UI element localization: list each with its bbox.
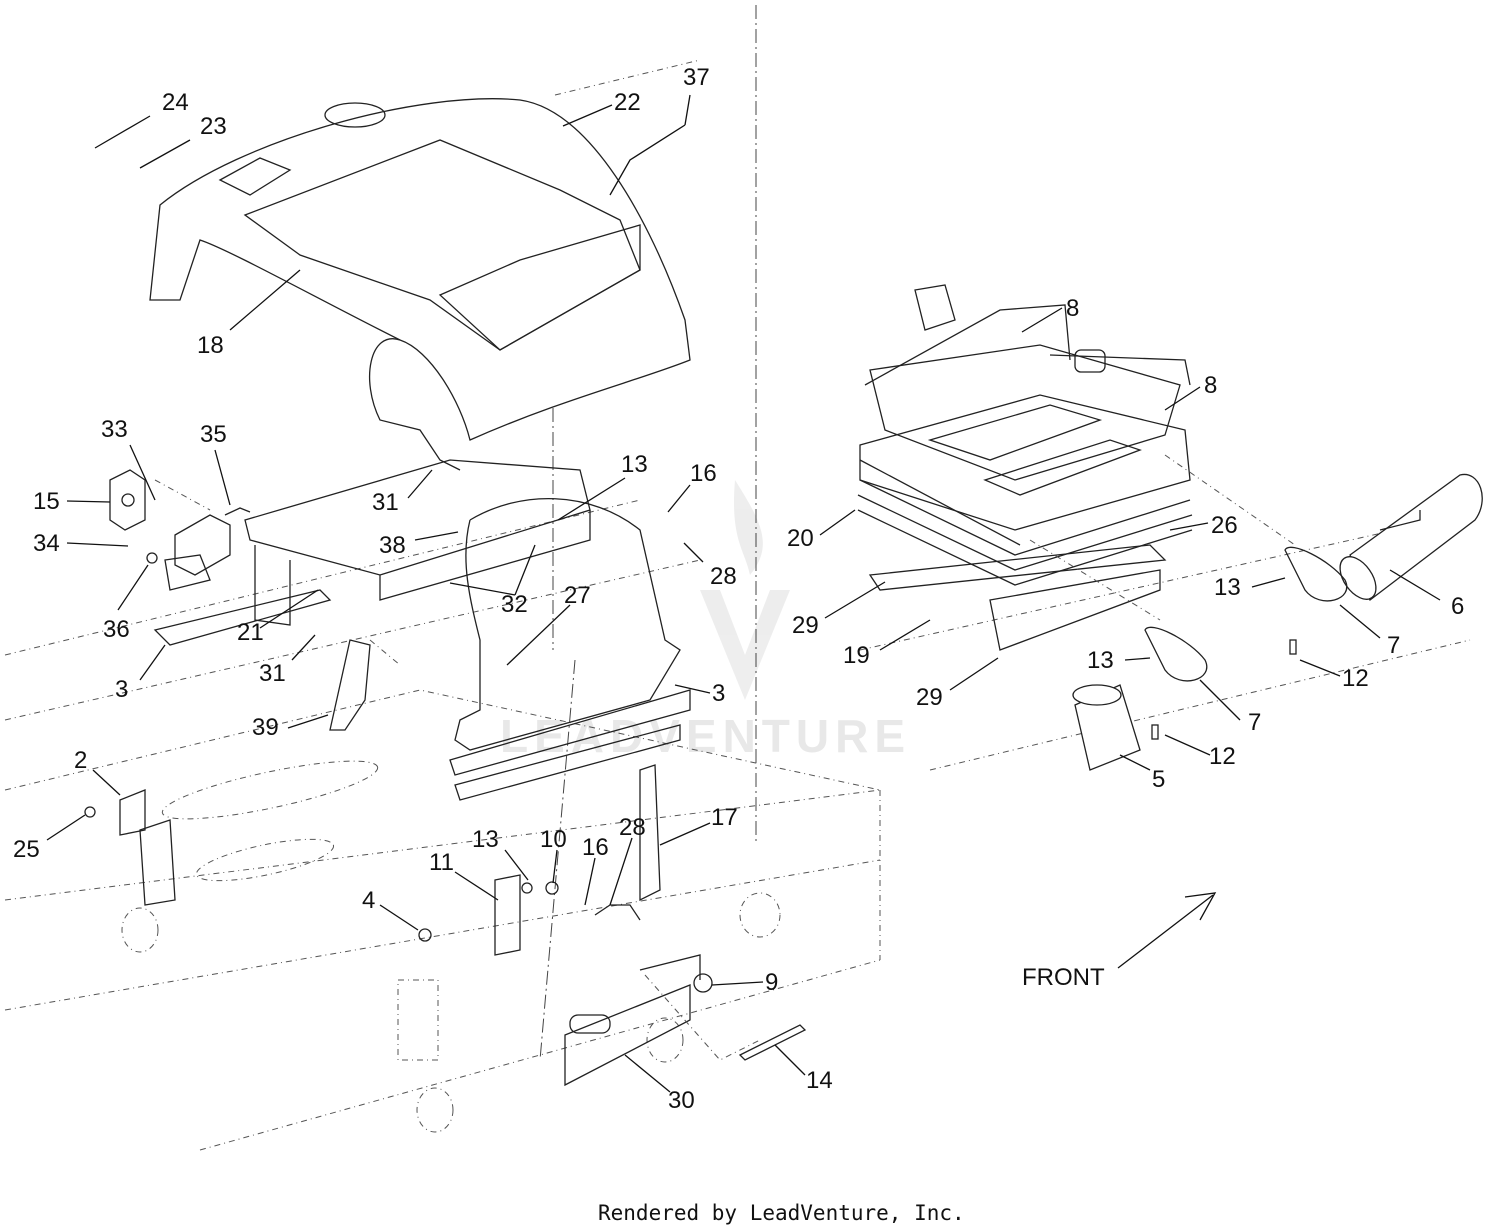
front-label: FRONT <box>1022 964 1105 991</box>
watermark-logo <box>700 480 790 700</box>
callout-labels: 24 23 22 37 18 8 8 33 35 15 13 16 31 38 … <box>13 64 1464 1114</box>
callout-5: 5 <box>1152 766 1165 793</box>
hood-cover <box>149 98 691 471</box>
callout-31: 31 <box>372 489 399 516</box>
callout-21: 21 <box>237 619 264 646</box>
callout-17: 17 <box>711 804 738 831</box>
callout-20: 20 <box>787 525 814 552</box>
footer-credit: Rendered by LeadVenture, Inc. <box>598 1201 965 1225</box>
callout-28: 28 <box>619 814 646 841</box>
seat-assembly <box>857 284 1193 586</box>
callout-24: 24 <box>162 89 189 116</box>
callout-32: 32 <box>501 591 528 618</box>
callout-10: 10 <box>540 826 567 853</box>
callout-13: 13 <box>621 451 648 478</box>
callout-4: 4 <box>362 887 375 914</box>
callout-13: 13 <box>1087 647 1114 674</box>
callout-25: 25 <box>13 836 40 863</box>
callout-16: 16 <box>582 834 609 861</box>
callout-28: 28 <box>710 563 737 590</box>
callout-6: 6 <box>1451 593 1464 620</box>
callout-16: 16 <box>690 460 717 487</box>
watermark-text: LEADVENTURE <box>500 710 911 762</box>
callout-8: 8 <box>1066 295 1079 322</box>
callout-23: 23 <box>200 113 227 140</box>
callout-7: 7 <box>1387 632 1400 659</box>
callout-29: 29 <box>916 684 943 711</box>
callout-12: 12 <box>1342 665 1369 692</box>
callout-9: 9 <box>765 969 778 996</box>
callout-30: 30 <box>668 1087 695 1114</box>
brackets-misc <box>84 639 807 1087</box>
callout-3: 3 <box>712 680 725 707</box>
callout-14: 14 <box>806 1067 833 1094</box>
callout-39: 39 <box>252 714 279 741</box>
manual-canisters <box>1072 473 1483 771</box>
leader-lines <box>46 94 1441 1093</box>
callout-29: 29 <box>792 612 819 639</box>
callout-35: 35 <box>200 421 227 448</box>
callout-12: 12 <box>1209 743 1236 770</box>
callout-38: 38 <box>379 532 406 559</box>
callout-15: 15 <box>33 488 60 515</box>
chassis-frame <box>4 499 1471 1151</box>
assembly-lines <box>154 59 1296 1061</box>
callout-31: 31 <box>259 660 286 687</box>
callout-11: 11 <box>429 849 454 876</box>
callout-27: 27 <box>564 582 591 609</box>
callout-26: 26 <box>1211 512 1238 539</box>
callout-37: 37 <box>683 64 710 91</box>
callout-2: 2 <box>74 747 87 774</box>
callout-19: 19 <box>843 642 870 669</box>
front-arrow <box>1117 892 1217 969</box>
seat-rails <box>868 544 1167 651</box>
callout-7: 7 <box>1248 709 1261 736</box>
callout-34: 34 <box>33 530 60 557</box>
callout-18: 18 <box>197 332 224 359</box>
callout-33: 33 <box>101 416 128 443</box>
latch-assembly <box>109 469 332 646</box>
callout-13: 13 <box>1214 574 1241 601</box>
callout-3: 3 <box>115 676 128 703</box>
seat-frame <box>244 459 691 801</box>
callout-8: 8 <box>1204 372 1217 399</box>
callout-22: 22 <box>614 89 641 116</box>
callout-13: 13 <box>472 826 499 853</box>
callout-36: 36 <box>103 616 130 643</box>
